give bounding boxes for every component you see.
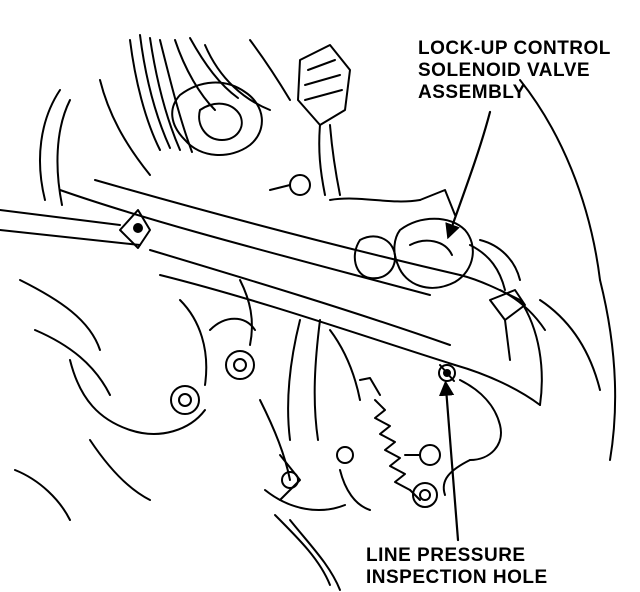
transmission-case-right — [442, 79, 617, 496]
electrical-connector — [269, 44, 351, 196]
wiring-harness — [129, 34, 291, 157]
frame-member — [59, 179, 543, 406]
lockup-label-line1: LOCK-UP CONTROL — [418, 38, 611, 59]
shift-linkage — [209, 279, 361, 591]
line-pressure-plug — [438, 364, 456, 382]
line-pressure-label-line1: LINE PRESSURE — [366, 545, 526, 566]
lockup-solenoid-callout-label: LOCK-UP CONTROL SOLENOID VALVE ASSEMBLY — [418, 38, 611, 104]
transmission-case-left — [0, 79, 208, 521]
callout-arrows — [438, 110, 492, 542]
spring-cable — [336, 377, 441, 511]
lockup-solenoid-valve — [329, 189, 521, 291]
lockup-label-line2: SOLENOID VALVE — [418, 60, 591, 81]
line-pressure-callout-label: LINE PRESSURE INSPECTION HOLE — [366, 545, 548, 589]
lockup-label-line3: ASSEMBLY — [418, 82, 526, 103]
line-pressure-label-line2: INSPECTION HOLE — [366, 567, 548, 588]
